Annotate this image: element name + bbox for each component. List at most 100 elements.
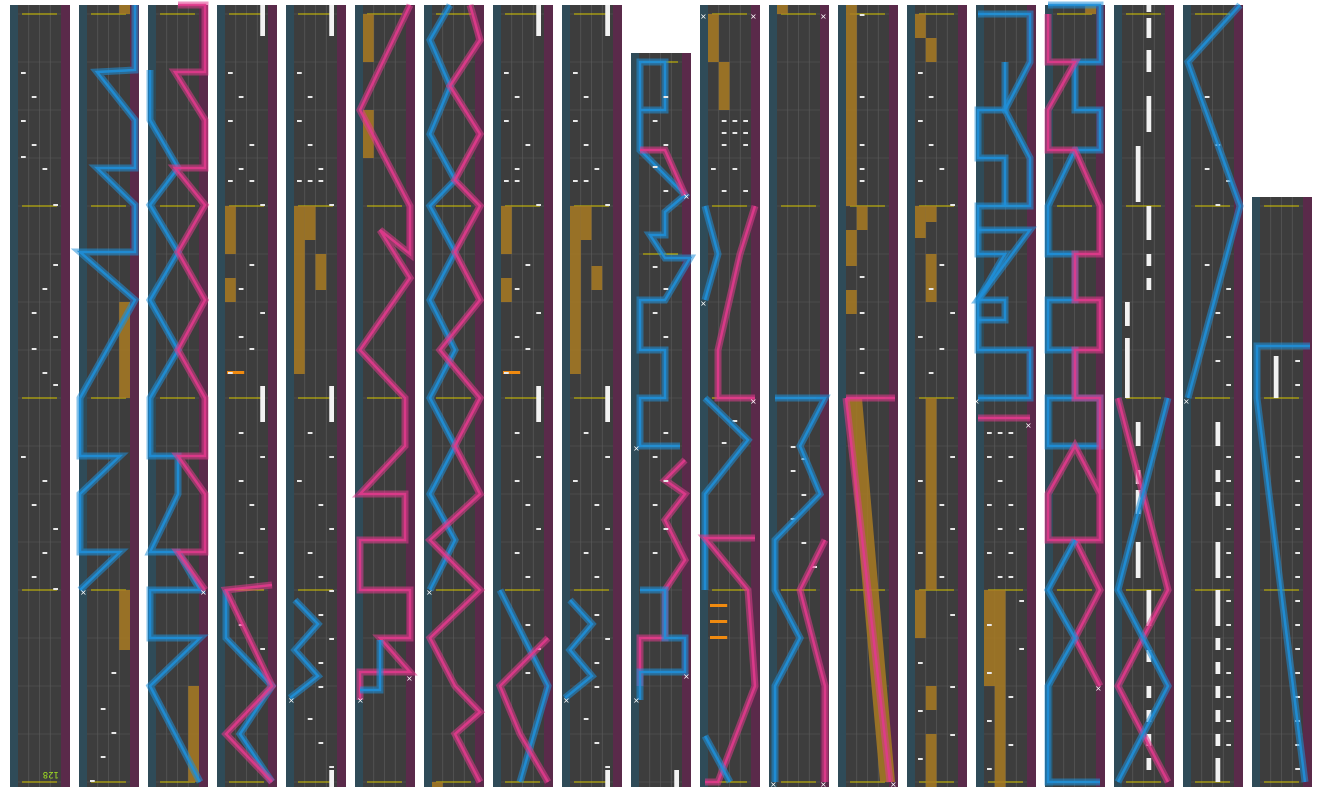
tap-note [928,288,934,290]
tap-note [1226,552,1231,554]
hold-note [225,206,236,254]
hold-note [363,14,374,62]
tap-note [732,120,738,122]
tap-note [918,120,923,122]
hold-note [708,14,719,62]
hold-note [591,266,603,290]
mine-note [710,620,728,623]
tap-note [238,96,244,98]
tap-note [514,180,520,182]
tap-note [1226,504,1231,506]
slide-end-cross-icon: × [357,696,364,705]
lane-left-strip [355,5,363,787]
hold-note [570,206,581,374]
long-note [1146,686,1152,698]
slide-end-cross-icon: × [80,588,87,597]
tap-note [329,204,334,206]
long-note [1146,206,1152,240]
slide-end-cross-icon: × [288,696,295,705]
slide-end-cross-icon: × [770,780,777,789]
tap-note [1295,480,1300,482]
tap-note [743,144,748,146]
lane-right-strip [406,5,415,787]
tap-note [583,432,589,434]
slide-end-cross-icon: × [820,12,827,21]
slide-path-core [976,62,1007,206]
slide-path-core [716,205,757,400]
tap-note [1008,432,1014,434]
tap-note [31,96,37,98]
slide-end-cross-icon: × [633,696,640,705]
slide-path-core [357,4,413,700]
hold-note [315,254,327,290]
tap-note [1226,600,1231,602]
hold-note [925,734,937,787]
tap-note [987,624,992,626]
slide-end-cross-icon: × [683,672,690,681]
tap-note [950,734,955,736]
tap-note [950,614,955,616]
slide-end-cross-icon: × [683,192,690,201]
long-note [1215,470,1221,482]
long-note [1146,254,1152,266]
tap-note [605,204,610,206]
slide-path-core [1046,539,1100,784]
chart-column [1252,197,1312,787]
tap-note [228,372,233,374]
hold-note [984,590,1006,686]
slide-path-core [360,640,382,692]
tap-note [1295,360,1300,362]
chart-column [493,5,553,787]
hold-note [915,590,926,638]
tap-note [594,576,600,578]
long-note [1215,710,1221,722]
tap-note [249,348,255,350]
slide-path-core [1186,4,1242,399]
hold-note [580,206,592,240]
tap-note [950,456,955,458]
tap-note [329,590,334,592]
chart-column: ××× [769,5,831,789]
long-note [605,5,610,36]
tap-note [1226,672,1231,674]
tap-note [1226,528,1231,530]
long-note [1215,686,1221,698]
tap-note [297,480,302,482]
tap-note [652,266,658,268]
tap-note [31,144,37,146]
tap-note [318,662,324,664]
long-note [329,5,334,36]
tap-note [1215,360,1221,362]
hold-note [925,38,937,62]
chart-column: × [70,5,140,787]
tap-note [918,662,923,664]
slide-path-core [975,228,1033,322]
tap-note [318,504,324,506]
tap-note [525,348,531,350]
slide-path-core [640,148,687,196]
tap-note [329,456,334,458]
tap-note [53,336,58,338]
tap-note [1008,504,1014,506]
slide-path-core [428,4,457,591]
measure-number-label: 128 [43,769,59,779]
hold-note [925,206,937,222]
long-note [1215,422,1221,446]
tap-note [31,312,37,314]
tap-note [987,720,992,722]
tap-note [249,144,255,146]
tap-note [743,132,748,134]
tap-note [950,204,955,206]
tap-note [249,504,255,506]
tap-note [1295,768,1300,770]
hold-note [846,230,857,266]
tap-note [605,528,610,530]
tap-note [238,288,244,290]
mine-note [503,371,521,374]
tap-note [1226,648,1231,650]
hold-note [925,398,937,590]
tap-note [1204,96,1210,98]
long-note [1125,302,1130,326]
chart-column: × [424,3,486,787]
